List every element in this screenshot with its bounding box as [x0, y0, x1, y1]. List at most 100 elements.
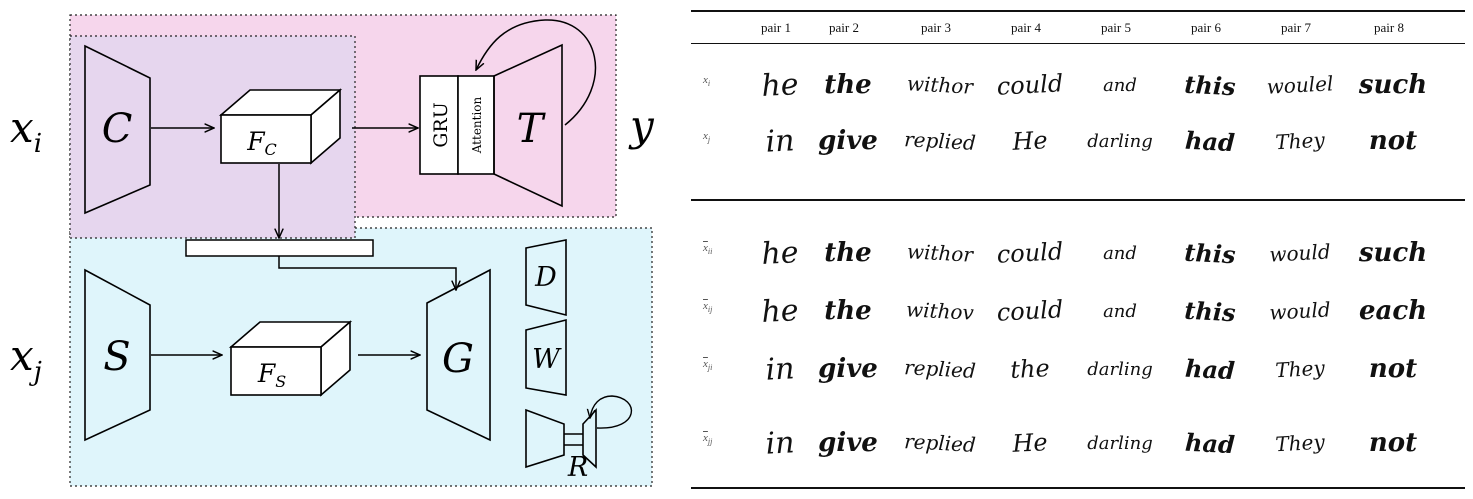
- handwriting-sample: not: [1368, 428, 1418, 458]
- reconstructor-block: [525, 407, 597, 469]
- handwriting-sample: this: [1183, 295, 1237, 327]
- handwriting-sample: had: [1184, 125, 1236, 157]
- table-bottom-rule: [691, 487, 1465, 489]
- row-label-symbol: x: [703, 130, 708, 142]
- recognizer-block: [493, 43, 563, 208]
- handwriting-sample: the: [824, 296, 872, 326]
- content-feature-subscript: C: [265, 140, 277, 159]
- handwriting-sample: and: [1103, 242, 1137, 264]
- architecture-diagram: xi xj y C FC GRU Attention T S FS G D W: [10, 14, 655, 487]
- handwriting-sample: give: [818, 126, 878, 156]
- handwriting-sample: replied: [903, 127, 977, 155]
- style-encoder-block: [84, 268, 151, 442]
- handwriting-sample: could: [996, 69, 1064, 101]
- handwriting-sample: the: [824, 70, 872, 100]
- style-feature-box: [228, 320, 353, 397]
- style-feature-subscript: S: [275, 372, 286, 391]
- writer-classifier-label: W: [532, 344, 562, 375]
- content-encoder-label: C: [102, 106, 133, 152]
- generation-region: [69, 227, 653, 487]
- handwriting-sample: withor: [906, 71, 974, 99]
- reconstructor-feedback-arrow: [590, 395, 633, 429]
- discriminator-label: D: [534, 262, 557, 293]
- handwriting-sample: such: [1358, 238, 1428, 268]
- generator-label: G: [442, 336, 474, 382]
- handwriting-sample: replied: [903, 429, 977, 457]
- content-feature-box: [218, 88, 343, 165]
- table-header-rule: [691, 43, 1465, 44]
- row-label-subscript: jj: [707, 437, 713, 447]
- gru-label: GRU: [430, 102, 452, 148]
- handwriting-sample: give: [818, 428, 878, 458]
- recognizer-label: T: [517, 106, 547, 152]
- attention-block: [457, 75, 495, 175]
- handwriting-sample: had: [1184, 353, 1236, 385]
- style-encoder-label: S: [103, 334, 130, 380]
- input-xj-symbol: x: [10, 331, 34, 380]
- handwriting-sample: They: [1274, 127, 1326, 155]
- handwriting-sample: could: [996, 237, 1064, 269]
- handwriting-sample: withor: [906, 239, 974, 267]
- column-header: pair 2: [829, 20, 859, 35]
- row-label: xii: [703, 242, 712, 256]
- handwriting-sample: They: [1274, 429, 1326, 457]
- handwriting-sample: give: [818, 354, 878, 384]
- handwriting-sample: darling: [1087, 130, 1153, 152]
- input-xi-label: xi: [10, 103, 42, 159]
- handwriting-sample: woulel: [1266, 71, 1334, 99]
- attention-label: Attention: [470, 96, 484, 154]
- column-header: pair 5: [1101, 20, 1131, 35]
- handwriting-sample: the: [824, 238, 872, 268]
- discriminator-block: [525, 239, 567, 317]
- row-label: xij: [703, 300, 712, 314]
- column-header: pair 7: [1281, 20, 1311, 35]
- content-encoder-block: [84, 44, 151, 215]
- row-label: xjj: [703, 432, 712, 446]
- handwriting-sample: this: [1183, 69, 1237, 101]
- row-label-subscript: j: [707, 135, 711, 145]
- column-header: pair 8: [1374, 20, 1404, 35]
- input-xj-label: xj: [10, 331, 42, 387]
- column-header: pair 4: [1011, 20, 1041, 35]
- row-label-subscript: ii: [707, 247, 713, 257]
- row-label-symbol: x: [703, 300, 708, 312]
- column-header: pair 3: [921, 20, 951, 35]
- content-feature-symbol: F: [246, 127, 266, 156]
- row-label-subscript: ji: [707, 363, 713, 373]
- writer-classifier-block: [525, 318, 567, 396]
- handwriting-sample: had: [1184, 427, 1236, 459]
- handwriting-sample: such: [1358, 70, 1428, 100]
- handwriting-sample: darling: [1087, 432, 1153, 454]
- row-label-symbol: x: [703, 358, 708, 370]
- handwriting-sample: would: [1268, 239, 1332, 267]
- handwriting-sample: not: [1368, 354, 1418, 384]
- input-xi-symbol: x: [10, 103, 34, 152]
- handwriting-sample: He: [1011, 126, 1049, 156]
- column-header: pair 1: [761, 20, 791, 35]
- content-feature-label: FC: [246, 127, 277, 159]
- handwriting-sample: this: [1183, 237, 1237, 269]
- content-sequence-bar: [185, 239, 374, 257]
- reconstructor-label: R: [567, 452, 588, 483]
- input-xi-subscript: i: [34, 129, 42, 159]
- row-label: xj: [703, 130, 710, 144]
- handwriting-sample: They: [1274, 355, 1326, 383]
- handwriting-sample: could: [996, 295, 1064, 327]
- handwriting-sample: not: [1368, 126, 1418, 156]
- row-label-subscript: ij: [707, 305, 713, 315]
- row-label-symbol: x: [703, 242, 708, 254]
- gru-block: [419, 75, 459, 175]
- style-feature-label: FS: [257, 359, 286, 391]
- row-label-subscript: i: [707, 79, 711, 89]
- handwriting-sample: and: [1103, 74, 1137, 96]
- generator-block: [426, 268, 491, 442]
- row-label-symbol: x: [703, 74, 708, 86]
- table-middle-rule: [691, 199, 1465, 201]
- row-label-symbol: x: [703, 432, 708, 444]
- handwriting-sample: He: [1011, 428, 1049, 458]
- handwriting-sample: would: [1268, 297, 1332, 325]
- handwriting-sample: and: [1103, 300, 1137, 322]
- handwriting-sample: the: [1009, 353, 1051, 385]
- row-label: xji: [703, 358, 712, 372]
